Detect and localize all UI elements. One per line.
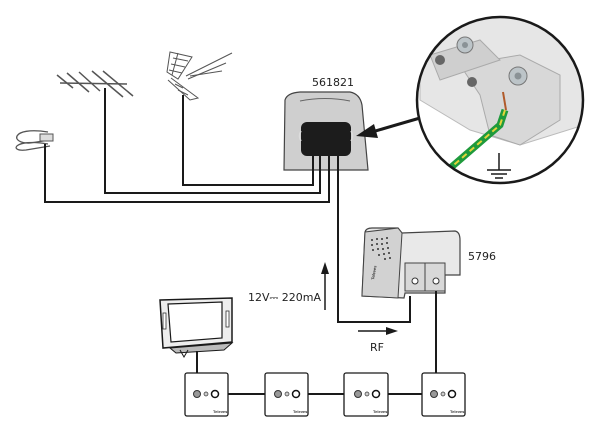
power-spec-label: 12V⎓ 220mA [248,291,322,304]
grid-antenna-icon [166,51,233,101]
wall-outlet: Televes [421,372,466,417]
rf-label: RF [370,341,384,354]
earth-ground-icon [487,153,511,179]
yagi-antenna-icon [56,70,134,98]
psu-brand-label: Televes [370,264,378,280]
amplifier-model-label: 561821 [312,76,354,89]
dc-power-up-arrow [321,262,329,310]
outlet-brand: Televes [373,409,388,414]
rf-direction-arrow [358,327,398,335]
power-supply-unit: Televes [361,227,461,299]
satellite-dish-icon [15,130,54,151]
outlet-brand: Televes [213,409,228,414]
outlet-brand: Televes [293,409,308,414]
ground-connection-detail [415,15,585,185]
psu-model-label: 5796 [468,250,496,263]
detail-pointer-arrow [356,116,421,138]
wall-outlet: Televes [184,372,229,417]
television-icon [159,297,234,359]
outlet-brand: Televes [450,409,465,414]
wall-outlet: Televes [264,372,309,417]
wall-outlet: Televes [343,372,389,417]
amplifier-to-psu-cable [337,200,411,323]
mast-amplifier [283,91,369,322]
antenna-cables [44,88,300,203]
